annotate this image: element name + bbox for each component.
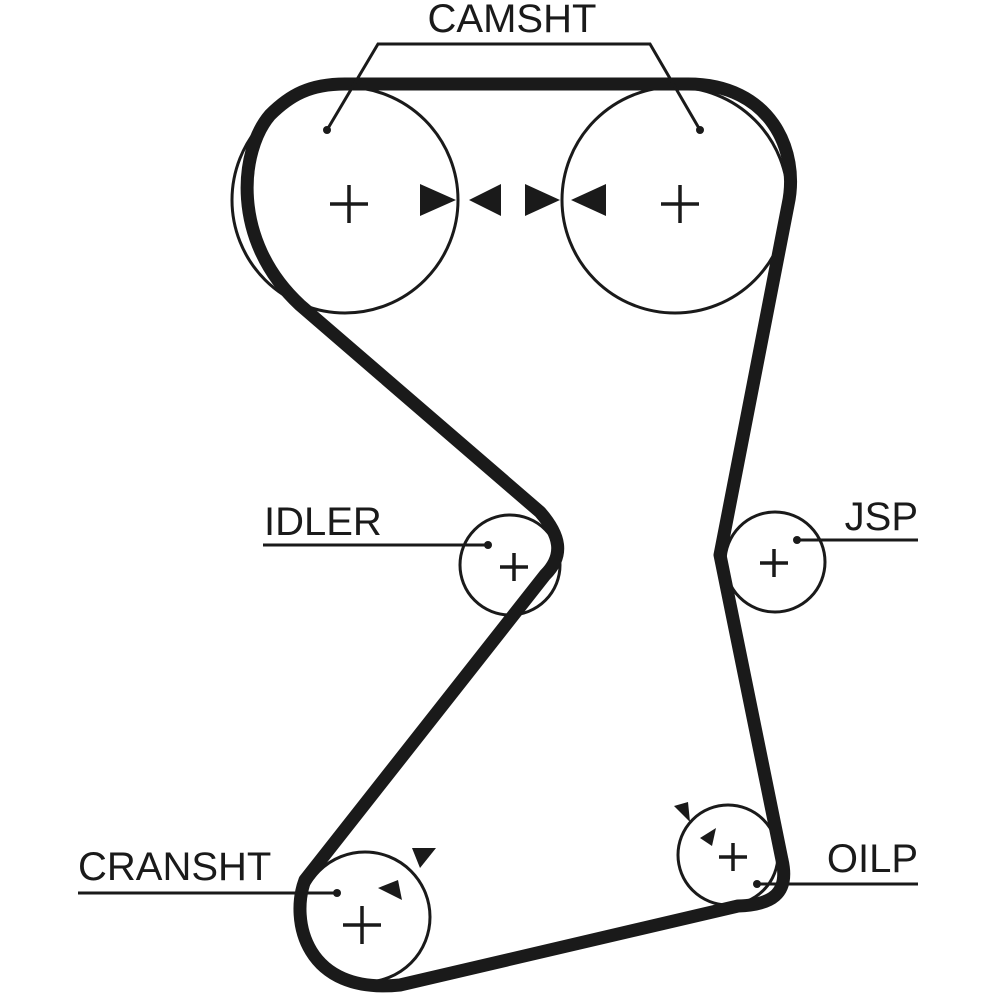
camshaft-leader-line [325, 42, 702, 131]
idler-label: IDLER [264, 500, 382, 544]
timing-mark-arrow [420, 184, 456, 216]
oil-pump-timing-mark-arrow [674, 802, 690, 822]
oil-pump-pulley [676, 803, 780, 907]
idler-pulley [458, 513, 562, 617]
jsp-label: JSP [845, 495, 918, 539]
jsp-center-cross [760, 549, 788, 577]
timing-belt [240, 77, 798, 993]
idler-center-cross [500, 553, 528, 581]
timing-mark-arrow [469, 184, 501, 216]
oil-pump-timing-mark-arrow [700, 828, 716, 846]
crank-timing-mark-arrow [412, 848, 436, 868]
left-camshaft-center-cross [330, 185, 368, 223]
right-camshaft-center-cross [661, 185, 699, 223]
oil-pump-center-cross [719, 843, 747, 871]
camshaft-label: CAMSHT [428, 0, 597, 41]
timing-mark-arrow [525, 184, 560, 216]
crankshaft-center-cross [343, 906, 381, 944]
crankshaft-label: CRANSHT [78, 845, 271, 889]
crank-timing-mark-arrow [378, 880, 402, 900]
timing-mark-arrow [571, 184, 606, 216]
oil-pump-label: OILP [827, 837, 918, 881]
